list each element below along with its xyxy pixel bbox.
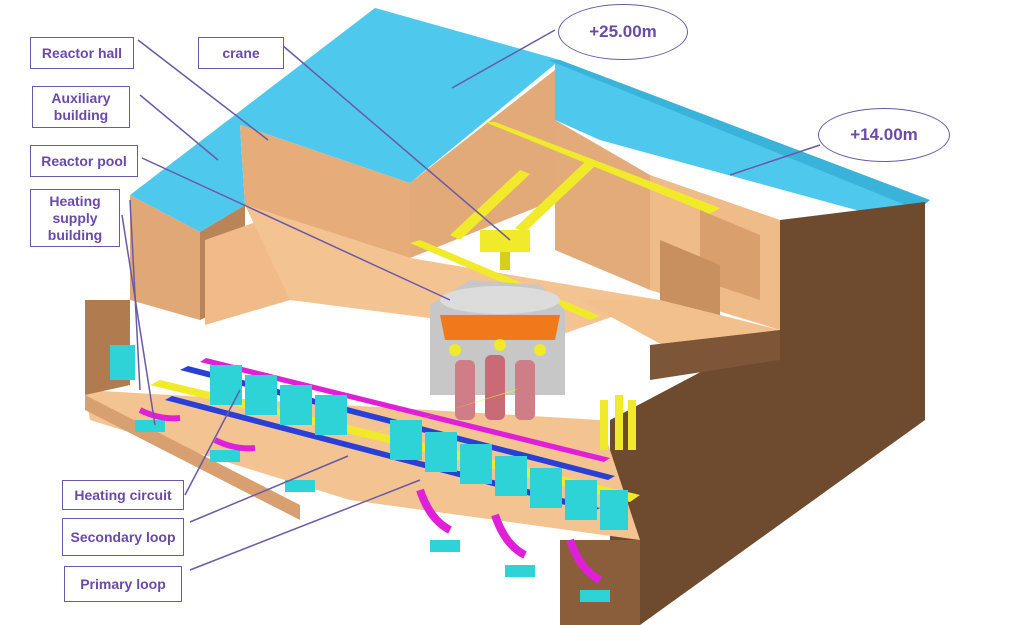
auxiliary-roof (130, 8, 420, 232)
label-primary-loop: Primary loop (64, 566, 182, 602)
elevation-mid-callout: +14.00m (818, 108, 950, 162)
loop-equipment (110, 345, 636, 602)
reactor-pool (430, 280, 565, 420)
label-heating-circuit: Heating circuit (62, 480, 184, 510)
label-crane: crane (198, 37, 284, 69)
elevation-top-callout: +25.00m (558, 4, 688, 60)
reactor-hall-roof (240, 8, 560, 183)
label-reactor-pool: Reactor pool (30, 145, 138, 177)
heating-supply-roof (555, 62, 925, 222)
reactor-hall-front-wall (240, 125, 410, 258)
right-outer-wall (610, 202, 925, 625)
roof-edge-strip (548, 60, 930, 210)
right-outer-wall-face (650, 330, 780, 380)
label-heating-supply-building: Heating supply building (30, 189, 120, 247)
label-secondary-loop: Secondary loop (62, 518, 184, 556)
label-reactor-hall: Reactor hall (30, 37, 134, 69)
label-auxiliary-building: Auxiliary building (32, 86, 130, 128)
aux-outer-wall (130, 195, 200, 320)
heating-supply-wall (555, 120, 650, 290)
lower-floor (85, 390, 640, 540)
heat-exchangers (210, 365, 628, 530)
reactor-hall-side-wall (410, 70, 555, 258)
leader-lines (121, 29, 821, 571)
